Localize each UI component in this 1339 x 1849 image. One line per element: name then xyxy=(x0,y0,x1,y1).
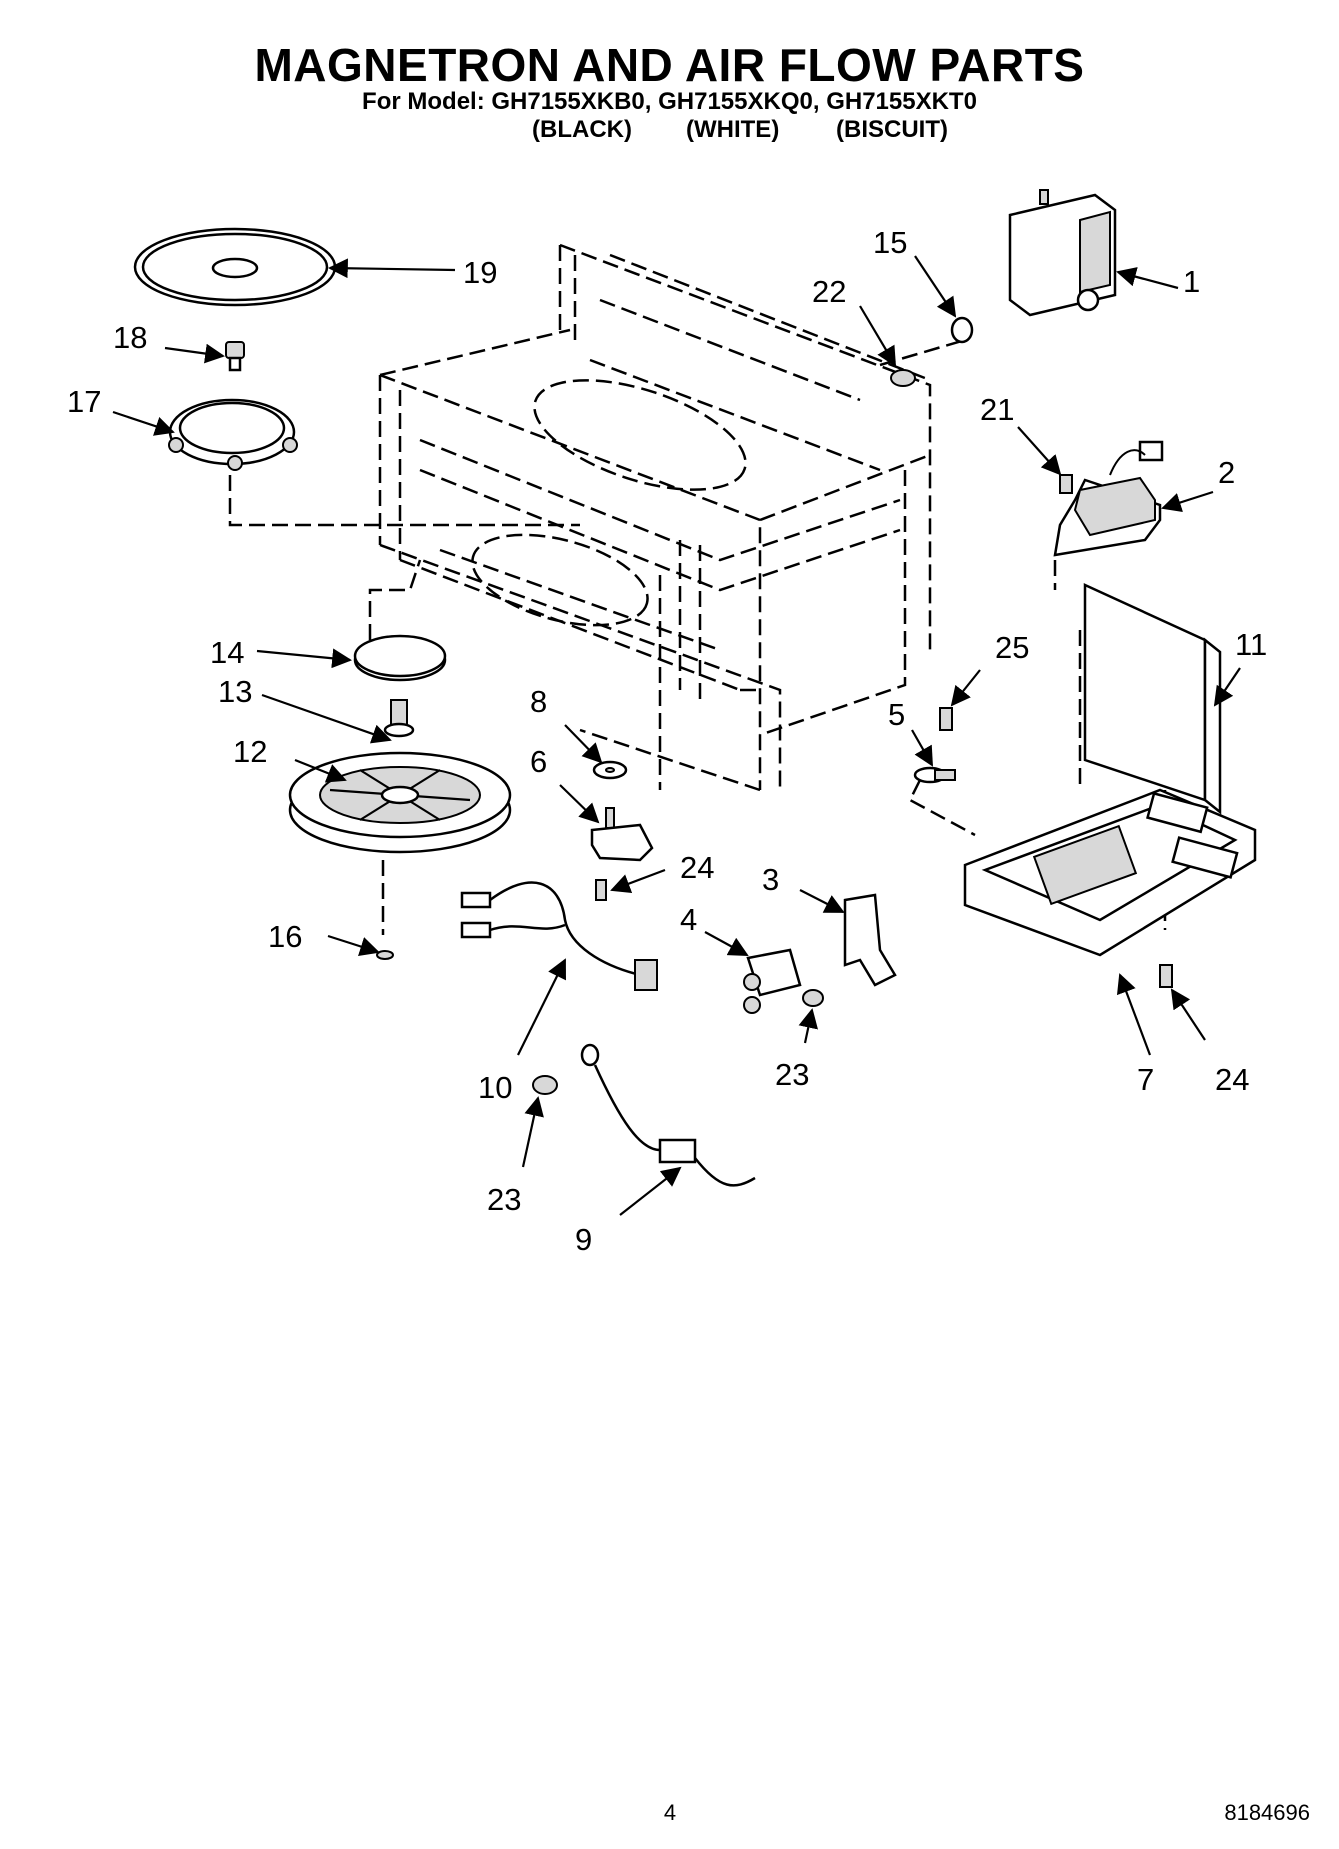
part-6-turntable-motor xyxy=(590,807,654,862)
color-label-biscuit: (BISCUIT) xyxy=(836,116,948,143)
callout-9: 9 xyxy=(575,1222,592,1257)
callout-25: 25 xyxy=(995,630,1029,665)
part-7-base-plate xyxy=(963,788,1257,957)
part-14-fan-disc xyxy=(353,634,447,682)
part-3-bracket xyxy=(843,893,897,987)
callout-19: 19 xyxy=(463,255,497,290)
callout-5: 5 xyxy=(888,697,905,732)
assembly-leader-lines xyxy=(228,338,1167,935)
part-11-panel xyxy=(1083,583,1222,815)
color-label-white: (WHITE) xyxy=(686,116,780,143)
part-18-coupler xyxy=(225,341,245,372)
page-number: 4 xyxy=(663,1800,677,1825)
oven-cavity-outline xyxy=(378,243,932,792)
part-12-fan-blade xyxy=(288,751,512,854)
part-19-glass-tray xyxy=(133,227,337,307)
part-17-roller-ring xyxy=(168,398,298,471)
part-23-screw-bracket xyxy=(802,989,824,1007)
part-22-screw xyxy=(890,369,916,387)
callout-15: 15 xyxy=(873,225,907,260)
callout-8: 8 xyxy=(530,684,547,719)
part-21-screw xyxy=(1059,474,1073,494)
callout-7: 7 xyxy=(1137,1062,1154,1097)
part-13-shaft xyxy=(383,699,415,738)
callout-24-motor: 24 xyxy=(680,850,714,885)
callout-2: 2 xyxy=(1218,455,1235,490)
part-24-screw-motor xyxy=(595,879,607,901)
part-25-screw xyxy=(939,707,953,731)
part-24-screw-base xyxy=(1159,964,1173,988)
part-4-capacitor xyxy=(743,948,802,1014)
callout-12: 12 xyxy=(233,734,267,769)
callout-3: 3 xyxy=(762,862,779,897)
callout-labels: 1 2 3 4 5 6 7 8 9 10 11 12 13 14 15 16 1… xyxy=(67,225,1267,1257)
callout-11: 11 xyxy=(1235,627,1267,662)
document-number: 8184696 xyxy=(1224,1800,1310,1825)
callout-17: 17 xyxy=(67,384,101,419)
callout-22: 22 xyxy=(812,274,846,309)
part-8-washer xyxy=(592,760,628,780)
part-10-wire-harness xyxy=(460,881,658,991)
callout-10: 10 xyxy=(478,1070,512,1105)
part-23-screw-ground xyxy=(532,1075,558,1095)
callout-13: 13 xyxy=(218,674,252,709)
callout-arrows xyxy=(112,255,1241,1216)
callout-24-base: 24 xyxy=(1215,1062,1249,1097)
part-16-screw xyxy=(376,950,394,960)
callout-18: 18 xyxy=(113,320,147,355)
page-title: MAGNETRON AND AIR FLOW PARTS xyxy=(254,39,1085,91)
part-5-thermostat xyxy=(913,766,956,784)
callout-23-bracket: 23 xyxy=(775,1057,809,1092)
callout-21: 21 xyxy=(980,392,1014,427)
part-9-ground-wire xyxy=(580,1043,756,1187)
callout-6: 6 xyxy=(530,744,547,779)
part-1-magnetron xyxy=(1008,189,1117,317)
callout-23-ground: 23 xyxy=(487,1182,521,1217)
part-15-thermal-cutout xyxy=(950,316,974,344)
part-2-transformer xyxy=(1053,440,1164,557)
callout-14: 14 xyxy=(210,635,244,670)
model-line: For Model: GH7155XKB0, GH7155XKQ0, GH715… xyxy=(362,88,977,115)
color-label-black: (BLACK) xyxy=(532,116,632,143)
callout-16: 16 xyxy=(268,919,302,954)
callout-1: 1 xyxy=(1183,264,1200,299)
callout-4: 4 xyxy=(680,902,697,937)
